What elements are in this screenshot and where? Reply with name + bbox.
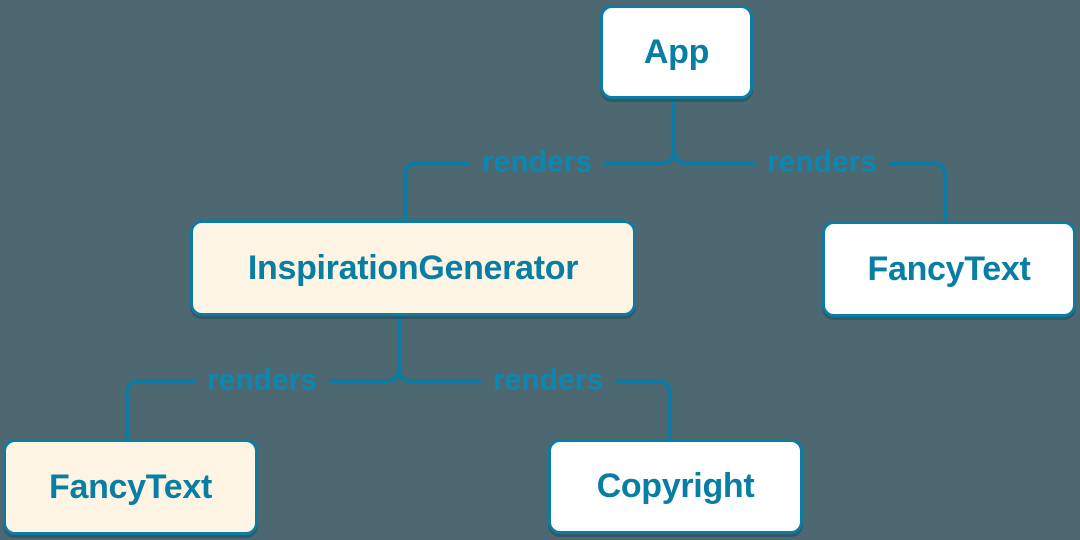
node-fancy-text-left-label: FancyText: [49, 467, 212, 506]
edge-label-renders-app-inspirationgenerator: renders: [469, 145, 605, 179]
edge-label-renders-inspirationgenerator-copyright: renders: [480, 363, 616, 397]
node-inspiration-generator-label: InspirationGenerator: [247, 248, 579, 287]
edge-label-renders-inspirationgenerator-fancytext: renders: [194, 363, 330, 397]
edge-label-renders-app-fancytext: renders: [754, 145, 890, 179]
node-app-label: App: [643, 32, 710, 71]
node-copyright: Copyright: [548, 439, 803, 534]
node-fancy-text-left: FancyText: [3, 439, 258, 535]
node-app: App: [600, 5, 753, 99]
node-copyright-label: Copyright: [596, 467, 755, 505]
node-fancy-text-right-label: FancyText: [867, 249, 1031, 288]
node-inspiration-generator: InspirationGenerator: [190, 220, 636, 316]
node-fancy-text-right: FancyText: [822, 221, 1076, 317]
